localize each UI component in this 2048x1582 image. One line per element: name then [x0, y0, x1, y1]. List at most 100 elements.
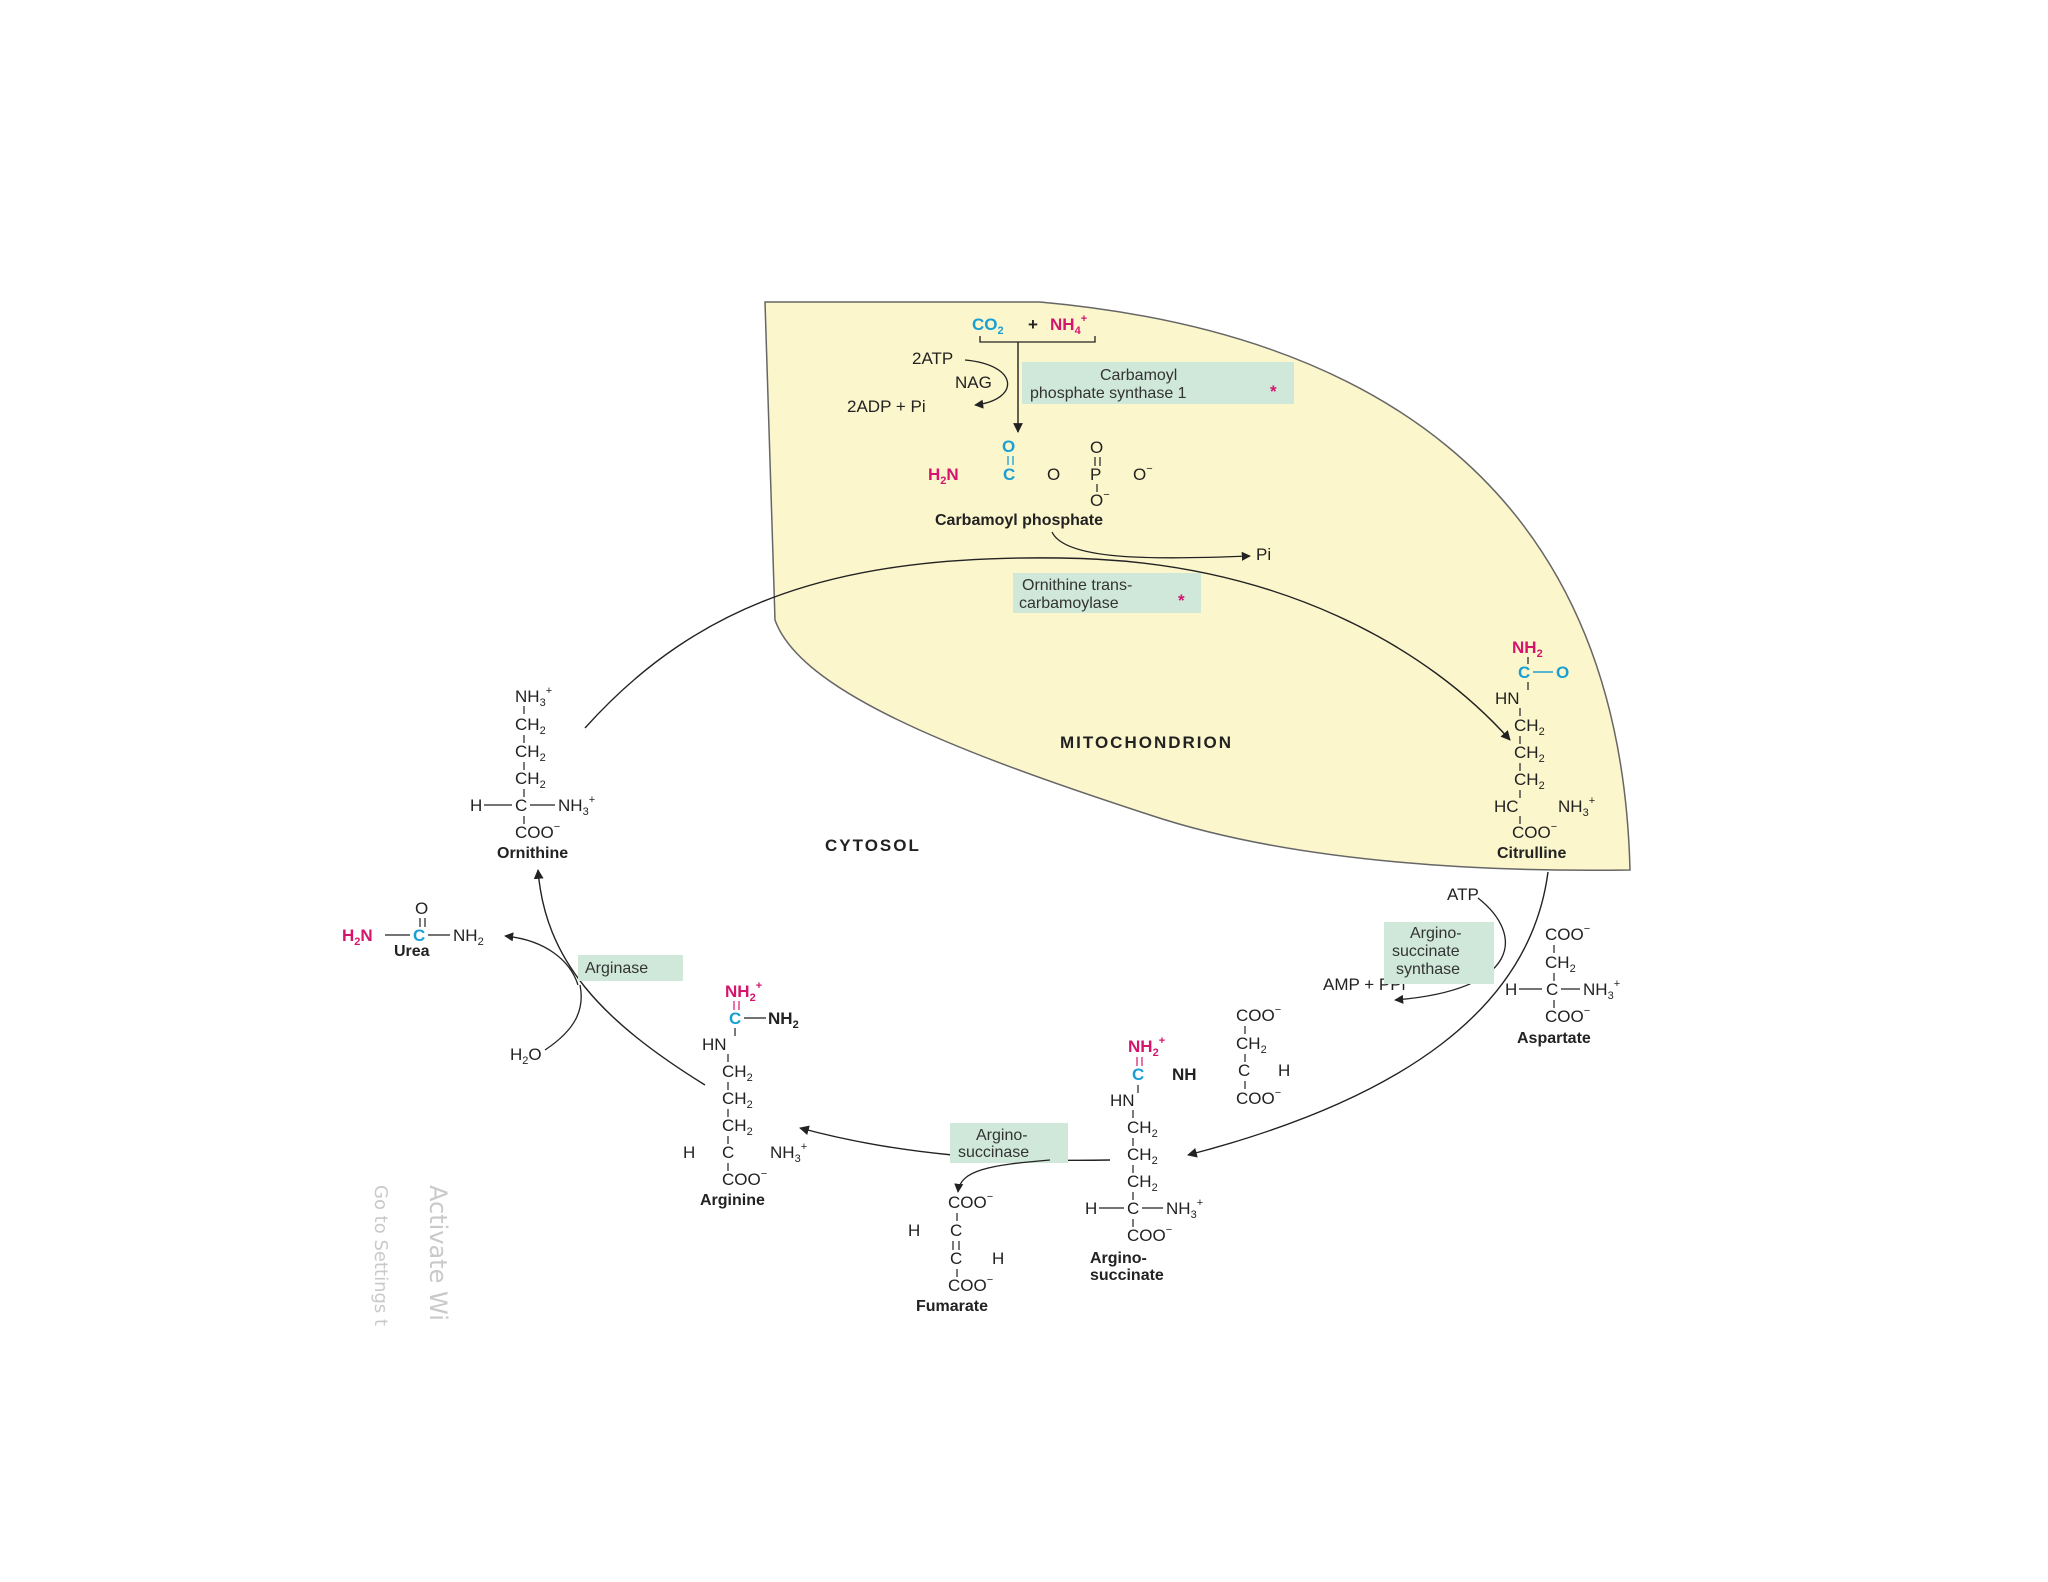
svg-text:CH2: CH2: [1236, 1034, 1267, 1056]
svg-text:C: C: [950, 1221, 962, 1240]
svg-text:CH2: CH2: [1127, 1172, 1158, 1194]
enzyme-arginase: Arginase: [578, 955, 683, 981]
svg-text:Argino-: Argino-: [1410, 925, 1462, 942]
svg-text:Argino-: Argino-: [976, 1127, 1028, 1144]
plus-sign: +: [1028, 315, 1038, 334]
enzyme-argininosuccinase: Argino- succinase: [950, 1123, 1068, 1163]
atp2-label: 2ATP: [912, 349, 953, 368]
svg-text:O: O: [415, 899, 428, 918]
cytosol-label: CYTOSOL: [825, 836, 921, 855]
svg-text:CH2: CH2: [515, 742, 546, 764]
svg-text:NH4+: NH4+: [1050, 313, 1087, 337]
svg-text:C: C: [729, 1009, 741, 1028]
svg-text:HN: HN: [1110, 1091, 1135, 1110]
svg-text:CH2: CH2: [1514, 716, 1545, 738]
svg-text:NH3+: NH3+: [1166, 1197, 1203, 1221]
svg-text:NH2: NH2: [768, 1009, 799, 1031]
arrow-citrulline-to-argininosuccinate: [1187, 871, 1549, 1158]
svg-text:COO−: COO−: [1545, 923, 1590, 944]
arrow-ornithine-to-citrulline: [584, 557, 1511, 741]
svg-text:NH3+: NH3+: [1583, 978, 1620, 1002]
svg-text:Go to Settings t: Go to Settings t: [370, 1185, 391, 1326]
svg-text:CO2: CO2: [972, 315, 1004, 337]
svg-text:C: C: [722, 1143, 734, 1162]
adp2-label: 2ADP + Pi: [847, 397, 926, 416]
svg-text:H: H: [683, 1143, 695, 1162]
svg-text:NH2: NH2: [453, 926, 484, 948]
svg-text:COO−: COO−: [948, 1274, 993, 1295]
svg-text:H: H: [1278, 1061, 1290, 1080]
svg-text:*: *: [1270, 382, 1277, 401]
enzyme-carbamoyl-phosphate-synthase-1: Carbamoyl phosphate synthase 1 *: [1022, 362, 1294, 404]
svg-text:C: C: [1518, 663, 1530, 682]
svg-text:H: H: [470, 796, 482, 815]
svg-text:H: H: [1505, 980, 1517, 999]
svg-text:O: O: [1556, 663, 1569, 682]
svg-text:CH2: CH2: [515, 715, 546, 737]
svg-text:synthase: synthase: [1396, 961, 1460, 978]
svg-text:HN: HN: [702, 1035, 727, 1054]
svg-text:NH2: NH2: [1512, 638, 1543, 660]
svg-text:CH2: CH2: [1514, 743, 1545, 765]
svg-text:carbamoylase: carbamoylase: [1019, 595, 1119, 612]
svg-text:C: C: [950, 1249, 962, 1268]
atp-label: ATP: [1447, 885, 1479, 904]
svg-text:CH2: CH2: [1514, 770, 1545, 792]
svg-text:NH2+: NH2+: [1128, 1035, 1165, 1059]
fumarate-label: Fumarate: [916, 1298, 988, 1315]
svg-text:COO−: COO−: [515, 821, 560, 842]
citrulline-structure: NH2 C O HN CH2 CH2 CH2 HC NH3+ COO−: [1494, 638, 1595, 842]
arginine-label: Arginine: [700, 1192, 765, 1209]
svg-text:C: C: [1132, 1065, 1144, 1084]
svg-text:C: C: [1003, 465, 1015, 484]
svg-text:H: H: [992, 1249, 1004, 1268]
svg-text:Carbamoyl: Carbamoyl: [1100, 367, 1177, 384]
svg-text:phosphate synthase 1: phosphate synthase 1: [1030, 385, 1187, 402]
svg-text:COO−: COO−: [1512, 821, 1557, 842]
co2-nh4-input: CO2 + NH4+ 2ATP NAG 2ADP + Pi: [847, 313, 1096, 433]
nh4: NH: [1050, 315, 1075, 334]
nag-label: NAG: [955, 373, 992, 392]
svg-text:H2N: H2N: [342, 926, 373, 948]
svg-text:*: *: [1178, 591, 1185, 610]
arginine-structure: NH2+ C NH2 HN CH2 CH2 CH2 H C NH3+ COO−: [683, 980, 807, 1189]
svg-text:NH3+: NH3+: [558, 794, 595, 818]
co2: CO: [972, 315, 998, 334]
svg-text:Arginase: Arginase: [585, 960, 648, 977]
svg-text:O: O: [1047, 465, 1060, 484]
svg-text:CH2: CH2: [515, 769, 546, 791]
svg-text:H: H: [1085, 1199, 1097, 1218]
svg-text:COO−: COO−: [1236, 1087, 1281, 1108]
svg-text:CH2: CH2: [1127, 1118, 1158, 1140]
svg-text:H2N: H2N: [928, 465, 959, 487]
svg-text:COO−: COO−: [1236, 1004, 1281, 1025]
mitochondrion-label: MITOCHONDRION: [1060, 733, 1233, 752]
svg-text:NH3+: NH3+: [515, 685, 552, 709]
svg-text:C: C: [1546, 980, 1558, 999]
svg-text:CH2: CH2: [1127, 1145, 1158, 1167]
enzyme-ornithine-transcarbamoylase: Ornithine trans- carbamoylase *: [1013, 573, 1201, 613]
svg-text:C: C: [1238, 1061, 1250, 1080]
ornithine-structure: NH3+ CH2 CH2 CH2 H C NH3+ COO−: [470, 685, 595, 842]
svg-text:Ornithine trans-: Ornithine trans-: [1022, 577, 1132, 594]
svg-text:COO−: COO−: [722, 1168, 767, 1189]
svg-text:C: C: [515, 796, 527, 815]
arrow-arginine-to-ornithine: [533, 869, 706, 1086]
argininosuccinate-label-1: Argino-: [1090, 1250, 1147, 1267]
urea-structure: O H2N C NH2: [342, 899, 484, 948]
enzyme-argininosuccinate-synthase: Argino- succinate synthase: [1384, 922, 1494, 984]
svg-text:NH3+: NH3+: [770, 1141, 807, 1165]
argininosuccinate-structure: NH2+ C NH HN CH2 CH2 CH2 H C NH3+ COO− C…: [1085, 1004, 1290, 1245]
svg-text:Activate Wi: Activate Wi: [424, 1185, 452, 1321]
aspartate-label: Aspartate: [1517, 1030, 1591, 1047]
svg-text:C: C: [1127, 1199, 1139, 1218]
carbamoyl-phosphate-structure: H2N O C O O P O− O−: [928, 437, 1153, 510]
water-label: H2O: [510, 1045, 542, 1067]
pi-label: Pi: [1256, 545, 1271, 564]
carbamoyl-phosphate-label: Carbamoyl phosphate: [935, 512, 1103, 529]
svg-text:NH: NH: [1172, 1065, 1197, 1084]
svg-text:CH2: CH2: [722, 1062, 753, 1084]
svg-text:P: P: [1090, 465, 1101, 484]
activation-watermark: Activate Wi Go to Settings t: [370, 1185, 452, 1326]
